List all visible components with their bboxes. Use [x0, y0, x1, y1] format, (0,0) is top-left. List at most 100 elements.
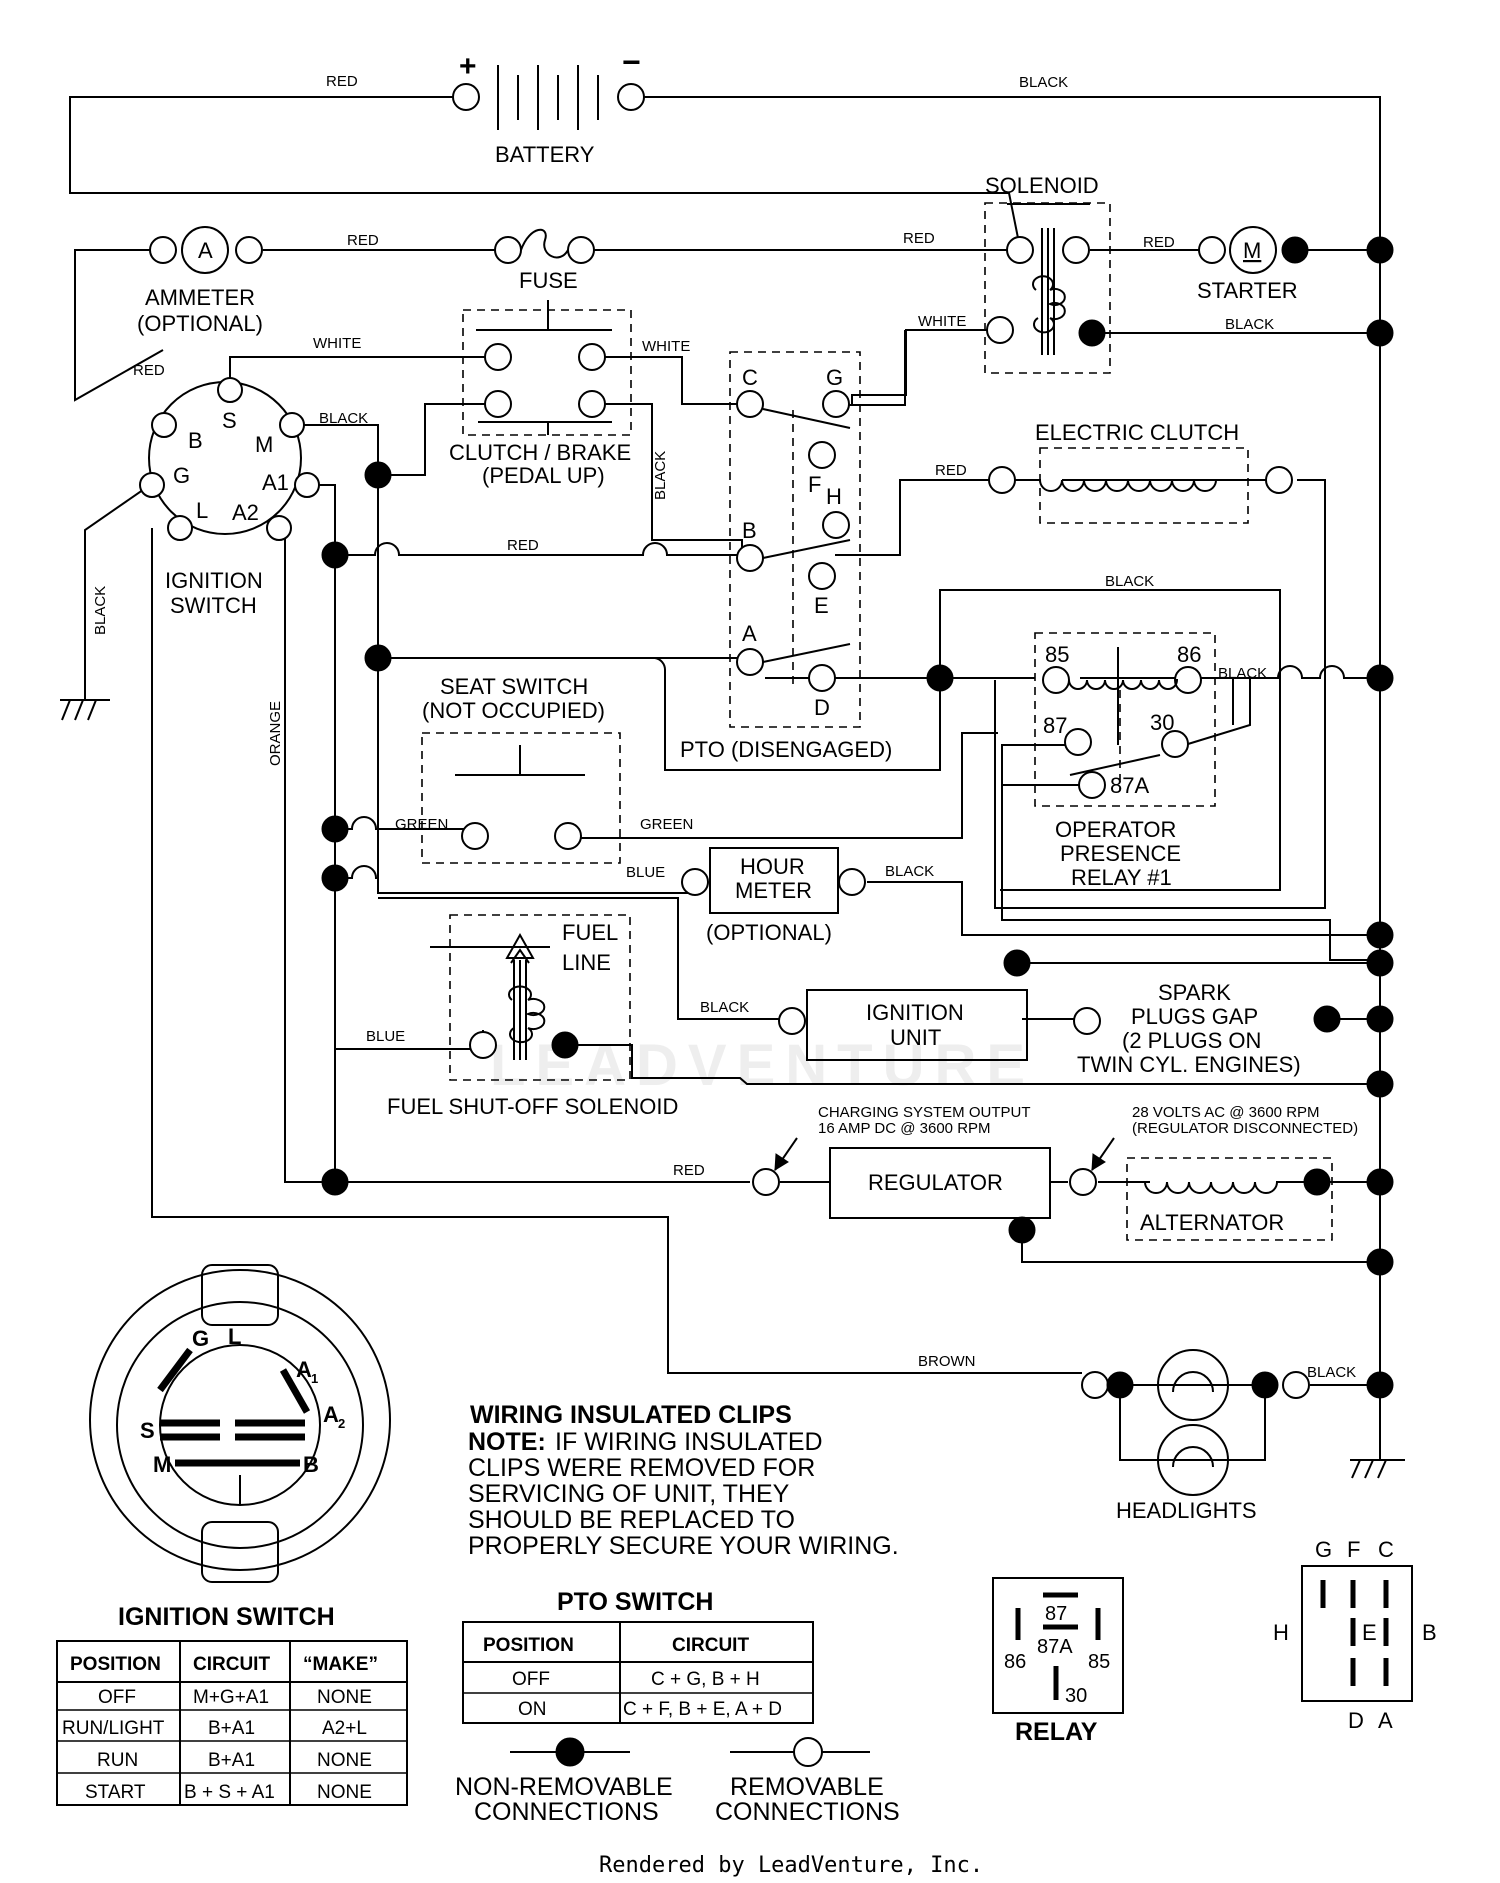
- pto-pin-b: B: [1422, 1620, 1437, 1645]
- note-line: CLIPS WERE REMOVED FOR: [468, 1454, 815, 1482]
- relay-pin-87: 87: [1045, 1603, 1067, 1625]
- ignition-switch-table: IGNITION SWITCH POSITION CIRCUIT “MAKE” …: [56, 1603, 408, 1806]
- ignition-table-cell: RUN: [97, 1750, 138, 1771]
- footer-credit: Rendered by LeadVenture, Inc.: [599, 1853, 983, 1878]
- ign-terminal-l: L: [196, 498, 208, 523]
- wire-label: BLACK: [700, 999, 749, 1016]
- pto-table-cell: C + F, B + E, A + D: [623, 1699, 782, 1720]
- seat-switch: SEAT SWITCH (NOT OCCUPIED): [421, 674, 621, 864]
- relay-pin-86: 86: [1004, 1651, 1026, 1673]
- relay-terminal-86: 86: [1177, 642, 1201, 667]
- removable-dot: [793, 1737, 823, 1767]
- pto-table-cell: ON: [518, 1699, 547, 1720]
- ignition-unit-label-1: IGNITION: [866, 1000, 964, 1025]
- pto-terminal-e: E: [814, 593, 829, 618]
- ammeter-optional-label: (OPTIONAL): [137, 311, 263, 336]
- pto-table-cell: OFF: [512, 1669, 550, 1690]
- note-label: NOTE:: [468, 1428, 546, 1456]
- wires: [60, 96, 1405, 1479]
- pto-pin-h: H: [1273, 1620, 1289, 1645]
- pto-terminal-g: G: [826, 365, 843, 390]
- wire-label: GREEN: [395, 816, 448, 833]
- fuel-line-label-1: FUEL: [562, 920, 618, 945]
- wire-label: RED: [347, 232, 379, 249]
- clutch-brake-switch: CLUTCH / BRAKE (PEDAL UP): [449, 300, 632, 488]
- relay-pinout: 87 87A 86 85 30 RELAY: [992, 1577, 1124, 1746]
- switch-face-b: B: [303, 1452, 319, 1477]
- ign-terminal-b: B: [188, 428, 203, 453]
- legend-nonremovable-1: NON-REMOVABLE: [455, 1773, 673, 1801]
- wire-labels: RED BLACK RED RED RED WHITE BLACK WHITE …: [92, 73, 1356, 1381]
- switch-face-a2-sub: 2: [338, 1416, 345, 1431]
- starter-symbol: M: [1243, 238, 1261, 263]
- spark-plugs-label-1: SPARK: [1158, 980, 1231, 1005]
- alternator-label: ALTERNATOR: [1140, 1210, 1284, 1235]
- battery-positive-label: +: [459, 50, 477, 83]
- ignition-switch-label-2: SWITCH: [170, 593, 257, 618]
- wire-label: RED: [133, 362, 165, 379]
- note-line: PROPERLY SECURE YOUR WIRING.: [468, 1532, 899, 1560]
- electric-clutch: ELECTRIC CLUTCH: [988, 420, 1293, 524]
- relay-terminal-87a: 87A: [1110, 773, 1149, 798]
- ign-terminal-s: S: [222, 408, 237, 433]
- ignition-table-cell: B+A1: [208, 1750, 255, 1771]
- alternator-volts-label-2: (REGULATOR DISCONNECTED): [1132, 1120, 1358, 1137]
- wire-label: RED: [326, 73, 358, 90]
- wire-label: RED: [903, 230, 935, 247]
- ignition-table-cell: A2+L: [322, 1718, 367, 1739]
- regulator-label: REGULATOR: [868, 1170, 1003, 1195]
- legend-removable-2: CONNECTIONS: [715, 1798, 900, 1826]
- note-line: SHOULD BE REPLACED TO: [468, 1506, 795, 1534]
- starter: M STARTER: [1197, 226, 1309, 303]
- seat-switch-sub-label: (NOT OCCUPIED): [422, 698, 605, 723]
- wire-label: BLACK: [319, 410, 368, 427]
- wire-label: BROWN: [918, 1353, 976, 1370]
- wire-label: RED: [507, 537, 539, 554]
- ignition-table-header: POSITION: [70, 1654, 161, 1675]
- legend-nonremovable-2: CONNECTIONS: [474, 1798, 659, 1826]
- ign-terminal-a1: A1: [262, 470, 289, 495]
- switch-face-m: M: [153, 1452, 171, 1477]
- relay-label-3: RELAY #1: [1071, 865, 1172, 890]
- wire-label: ORANGE: [267, 701, 284, 766]
- ignition-table-cell: OFF: [98, 1687, 136, 1708]
- fuel-shutoff-solenoid: FUEL LINE FUEL SHUT-OFF SOLENOID: [387, 914, 678, 1119]
- pto-terminal-b: B: [742, 518, 757, 543]
- wire-label: WHITE: [918, 313, 966, 330]
- pto-table-cell: C + G, B + H: [651, 1669, 760, 1690]
- pto-switch: C G F H B E A D PTO (DISENGAGED): [680, 351, 892, 762]
- switch-face-g: G: [192, 1326, 209, 1351]
- alternator: ALTERNATOR: [1126, 1157, 1333, 1241]
- clutch-brake-sub-label: (PEDAL UP): [482, 463, 605, 488]
- relay-pin-87a: 87A: [1037, 1636, 1073, 1658]
- wire-label: RED: [935, 462, 967, 479]
- ignition-table-cell: RUN/LIGHT: [62, 1718, 165, 1739]
- pto-pin-f: F: [1347, 1537, 1360, 1562]
- note-title: WIRING INSULATED CLIPS: [470, 1401, 792, 1429]
- pto-terminal-c: C: [742, 365, 758, 390]
- pto-terminal-f: F: [808, 472, 821, 497]
- wire-label: BLACK: [885, 863, 934, 880]
- note-line: IF WIRING INSULATED: [555, 1428, 823, 1456]
- pto-pin-e: E: [1362, 1620, 1377, 1645]
- ignition-switch-face: G L A 1 S A 2 M B: [89, 1264, 391, 1583]
- charging-output-label-2: 16 AMP DC @ 3600 RPM: [818, 1120, 991, 1137]
- relay-pinout-title: RELAY: [1015, 1718, 1098, 1746]
- legend-removable-1: REMOVABLE: [730, 1773, 884, 1801]
- relay-terminal-30: 30: [1150, 710, 1174, 735]
- charging-output-label-1: CHARGING SYSTEM OUTPUT: [818, 1104, 1031, 1121]
- ignition-table-cell: NONE: [317, 1782, 372, 1803]
- pto-pin-a: A: [1378, 1708, 1393, 1733]
- wire-label: BLACK: [1307, 1364, 1356, 1381]
- hour-meter-label-2: METER: [735, 878, 812, 903]
- battery-negative-label: −: [622, 44, 641, 80]
- connection-legend: NON-REMOVABLE CONNECTIONS REMOVABLE CONN…: [455, 1737, 900, 1826]
- ignition-switch: B S M G L A1 A2 IGNITION SWITCH: [139, 377, 320, 618]
- switch-face-l: L: [228, 1324, 241, 1349]
- ign-terminal-m: M: [255, 432, 273, 457]
- wire-label: BLACK: [1105, 573, 1154, 590]
- operator-presence-relay: 85 86 87 30 87A OPERATOR PRESENCE RELAY …: [1002, 632, 1251, 890]
- wire-label: GREEN: [640, 816, 693, 833]
- electric-clutch-label: ELECTRIC CLUTCH: [1035, 420, 1239, 445]
- pto-terminal-d: D: [814, 695, 830, 720]
